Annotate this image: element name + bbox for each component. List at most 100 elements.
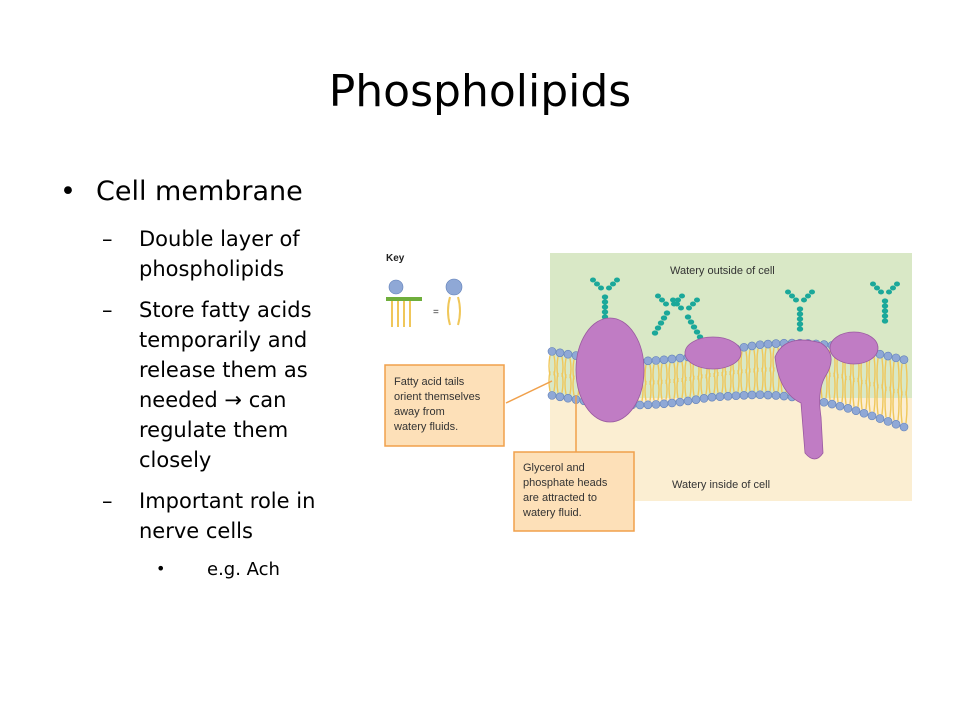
sugar-bead: [886, 289, 892, 295]
bullet-text-after: can regulate them closely: [139, 388, 289, 472]
sugar-bead: [881, 303, 889, 309]
fatty-acid-tail: [753, 368, 756, 392]
fatty-acid-tail: [697, 375, 700, 396]
phospholipid-head: [563, 349, 573, 359]
callout-heads: Glycerol and phosphate heads are attract…: [513, 395, 635, 532]
phospholipid-head: [859, 408, 869, 418]
bullet-cell-membrane: • Cell membrane: [60, 172, 380, 212]
phospholipid-head: [899, 422, 909, 432]
sugar-bead: [881, 298, 889, 304]
callout-heads-line: are attracted to: [523, 492, 597, 504]
dash-marker: –: [102, 227, 113, 251]
fatty-acid-tail: [649, 380, 652, 401]
fatty-acid-tail: [644, 380, 647, 401]
fatty-acid-tail: [729, 370, 732, 393]
sugar-bead: [805, 293, 811, 299]
fatty-acid-tail: [564, 374, 567, 395]
fatty-acid-tail: [892, 388, 895, 421]
symbol-head: [445, 278, 463, 296]
phospholipid-head: [747, 341, 757, 351]
phospholipid-head: [675, 397, 685, 407]
membrane-protein: [774, 339, 832, 460]
bullet-marker: •: [156, 559, 166, 578]
sugar-bead: [694, 297, 700, 303]
callout-heads-line: Glycerol and: [523, 462, 585, 474]
phospholipid-head: [651, 400, 661, 409]
fatty-acid-tail: [652, 380, 655, 401]
callout-tails-line: away from: [394, 406, 445, 418]
bullet-text: Cell membrane: [96, 176, 303, 207]
bullet-text: Store fatty acids temporarily and releas…: [139, 298, 312, 412]
fatty-acid-tail: [868, 382, 871, 412]
fatty-acid-tail: [833, 372, 836, 401]
sugar-bead: [870, 281, 876, 287]
phospholipid-head: [739, 342, 749, 352]
bullet-text: Double layer of phospholipids: [139, 227, 300, 281]
phospholipid-head: [555, 348, 565, 358]
phospholipid-head: [563, 393, 573, 403]
phospholipid-head: [731, 391, 741, 401]
phospholipid-head: [707, 392, 717, 402]
glycoprotein-chains: [590, 277, 900, 340]
sugar-bead: [590, 277, 596, 283]
phospholipid-head: [547, 391, 557, 400]
phospholipid-head: [875, 414, 885, 423]
phospholipid-head: [851, 406, 861, 416]
fatty-acid-tail: [692, 375, 695, 396]
bullet-nerve-cells: – Important role in nerve cells: [60, 486, 359, 546]
sugar-bead: [601, 299, 609, 305]
fatty-acid-tail: [668, 378, 671, 400]
fatty-acid-tail: [713, 372, 716, 394]
phospholipid-head: [683, 396, 693, 406]
key-equals: =: [433, 307, 439, 318]
sugar-bead: [881, 308, 889, 314]
sugar-bead: [793, 297, 799, 303]
sugar-bead: [654, 325, 662, 331]
callout-tails-line: orient themselves: [394, 391, 481, 403]
phospholipid-head: [771, 339, 781, 348]
fatty-acid-tail: [900, 391, 903, 424]
callout-tails-line: Fatty acid tails: [394, 376, 465, 388]
phospholipid-head: [747, 390, 757, 400]
sugar-bead: [606, 285, 612, 291]
fatty-acid-tail: [548, 371, 551, 392]
sugar-bead: [890, 285, 896, 291]
fatty-acid-tail: [865, 379, 868, 410]
sugar-bead: [674, 301, 680, 307]
sugar-bead: [796, 316, 804, 322]
outside-label: Watery outside of cell: [670, 265, 775, 277]
fatty-acid-tail: [660, 379, 663, 400]
key-head: [388, 279, 404, 295]
bullet-marker: •: [60, 176, 76, 207]
phospholipid-head: [899, 355, 909, 365]
phospholipid-head: [547, 347, 557, 356]
fatty-acid-tail: [897, 388, 900, 421]
membrane-protein: [829, 331, 879, 365]
phospholipid-head: [651, 356, 661, 365]
sugar-bead: [809, 289, 815, 295]
sugar-bead: [881, 313, 889, 319]
phospholipid-head: [659, 399, 669, 409]
phospholipid-head: [699, 394, 709, 403]
fatty-acid-tail: [769, 367, 772, 392]
fatty-acid-tail: [748, 368, 751, 392]
phospholipid-head: [667, 354, 677, 364]
fatty-acid-tail: [569, 374, 572, 395]
callout-tails-line: watery fluids.: [393, 421, 458, 433]
bullet-double-layer: – Double layer of phospholipids: [60, 224, 359, 284]
phospholipid-head: [715, 392, 725, 402]
callout-tails: Fatty acid tails orient themselves away …: [384, 364, 553, 447]
fatty-acid-tail: [764, 367, 767, 392]
symbol-tails: [447, 296, 461, 326]
fatty-acid-tail: [884, 386, 887, 418]
fatty-acid-tail: [681, 377, 684, 399]
membrane-proteins: [575, 317, 879, 460]
phospholipid-head: [763, 390, 773, 400]
fatty-acid-tail: [836, 374, 839, 403]
sugar-bead: [874, 285, 880, 291]
sugar-bead: [670, 297, 676, 303]
membrane-diagram: Watery outside of cell Watery inside of …: [384, 253, 912, 532]
fatty-acid-tail: [881, 384, 884, 415]
callout-heads-line: phosphate heads: [523, 477, 608, 489]
